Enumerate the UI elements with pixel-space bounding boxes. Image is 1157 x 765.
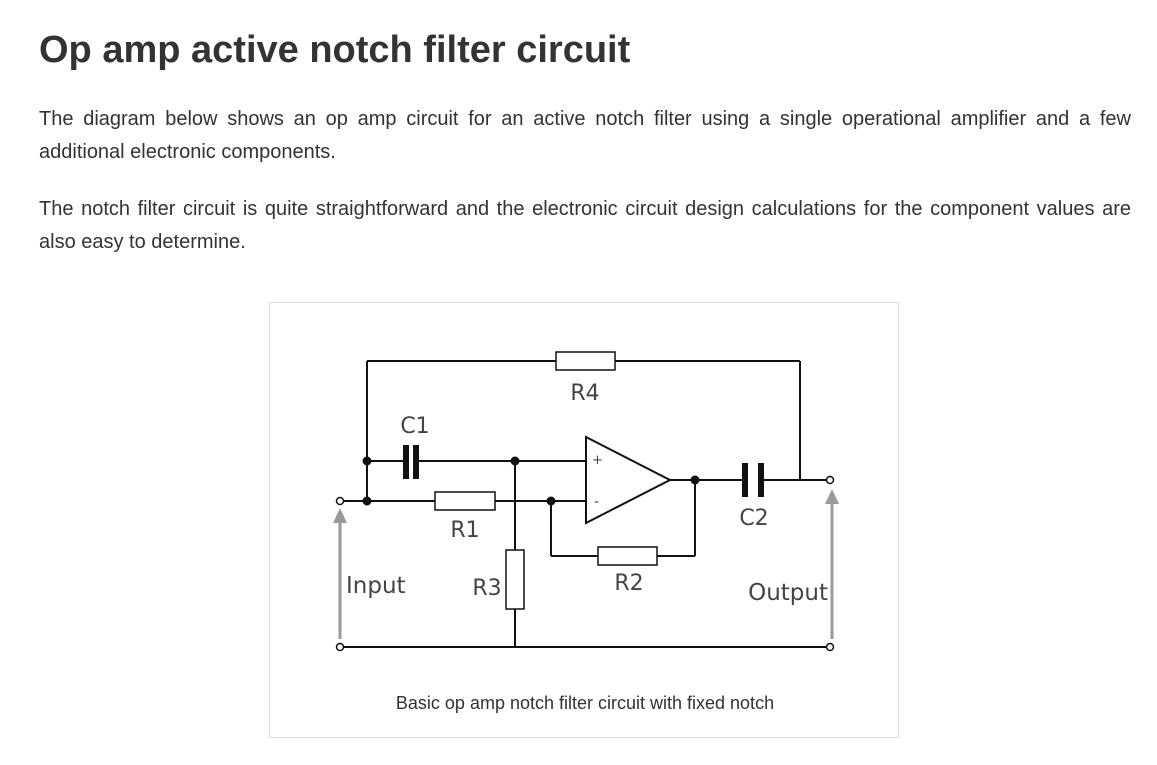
notch-filter-schematic: + - — [333, 351, 839, 652]
c1-capacitor — [403, 445, 419, 479]
terminals — [335, 475, 835, 652]
figure-caption: Basic op amp notch filter circuit with f… — [395, 693, 775, 713]
output-label: Output — [748, 580, 828, 606]
opamp-plus-label: + — [592, 453, 603, 468]
junction-dots — [362, 456, 700, 506]
intro-paragraph: The diagram below shows an op amp circui… — [39, 108, 1131, 163]
r4-label: R4 — [570, 381, 599, 406]
opamp-minus-label: - — [594, 494, 599, 510]
design-paragraph: The notch filter circuit is quite straig… — [39, 198, 1131, 253]
wires — [343, 360, 827, 648]
c2-capacitor — [742, 463, 764, 497]
r2-resistor — [597, 546, 658, 566]
r2-label: R2 — [614, 571, 643, 596]
r1-resistor — [434, 491, 496, 511]
circuit-figure: + - — [269, 302, 899, 738]
output-arrow — [825, 489, 839, 639]
c1-label: C1 — [400, 414, 429, 439]
page-title: Op amp active notch filter circuit — [39, 29, 631, 71]
opamp-symbol — [585, 435, 673, 525]
c2-label: C2 — [739, 506, 768, 531]
r3-resistor — [505, 549, 525, 610]
r1-label: R1 — [450, 518, 479, 543]
r4-resistor — [555, 351, 616, 371]
input-arrow — [333, 508, 347, 639]
r3-label: R3 — [472, 576, 501, 601]
input-label: Input — [346, 573, 406, 599]
